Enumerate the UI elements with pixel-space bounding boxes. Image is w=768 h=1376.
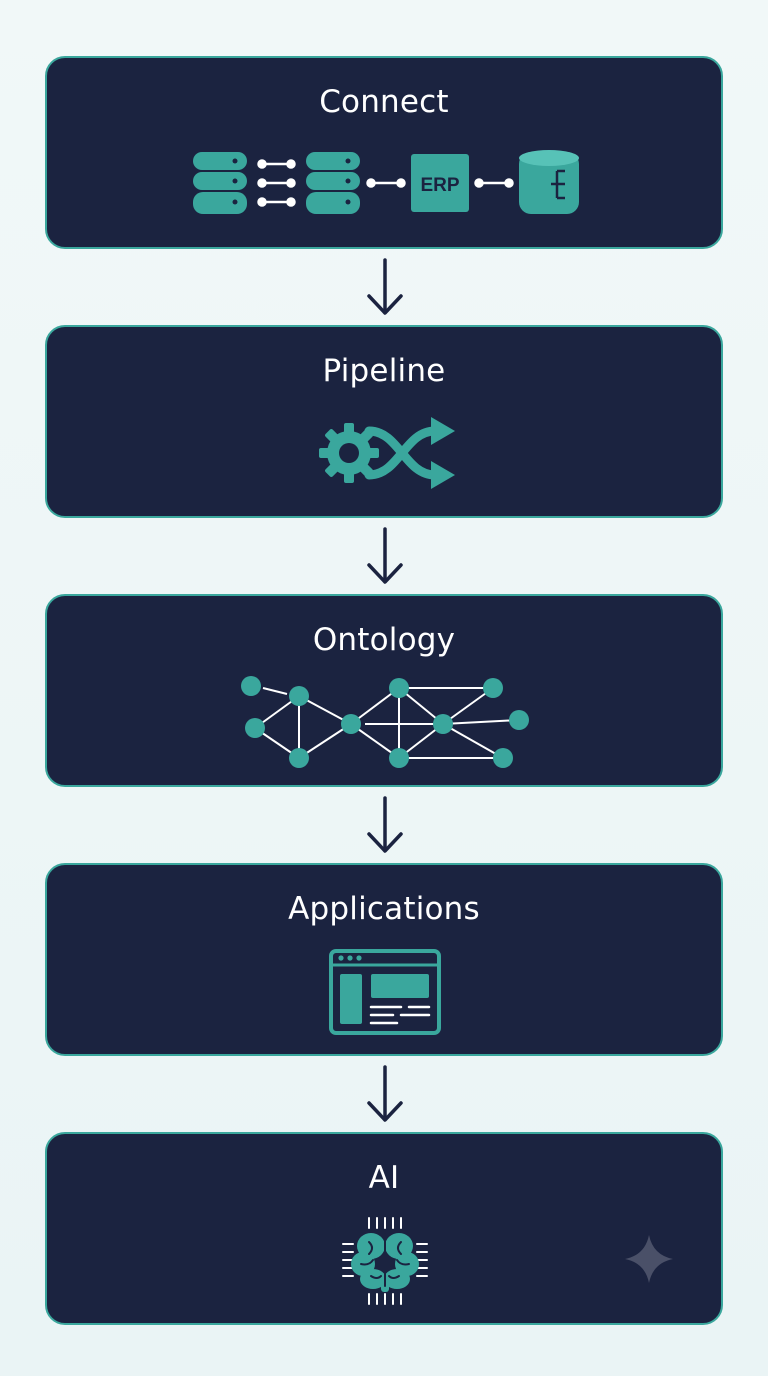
flow-arrow-icon <box>367 258 403 315</box>
flow-arrow-icon <box>367 527 403 584</box>
brain-chip-icon <box>342 1217 673 1305</box>
stage-title: Pipeline <box>322 353 446 389</box>
sparkle-icon <box>625 1235 673 1283</box>
stage-pipeline: Pipeline <box>45 325 723 518</box>
stage-title: AI <box>368 1160 400 1196</box>
stage-title: Connect <box>319 84 449 120</box>
flow-arrow-icon <box>367 796 403 853</box>
stage-title: Applications <box>288 891 480 927</box>
app-window-icon <box>329 949 441 1035</box>
stage-ai: AI <box>45 1132 723 1325</box>
erp-box <box>411 154 469 212</box>
stage-connect: Connect <box>45 56 723 249</box>
database-connectors-icon: ERP <box>193 150 579 214</box>
flow-arrow-icon <box>367 1065 403 1122</box>
stage-title: Ontology <box>312 622 456 658</box>
stage-applications: Applications <box>45 863 723 1056</box>
erp-label: ERP <box>420 175 459 196</box>
stage-ontology: Ontology <box>45 594 723 787</box>
network-graph-icon <box>241 676 529 768</box>
gear-shuffle-icon <box>319 417 455 489</box>
